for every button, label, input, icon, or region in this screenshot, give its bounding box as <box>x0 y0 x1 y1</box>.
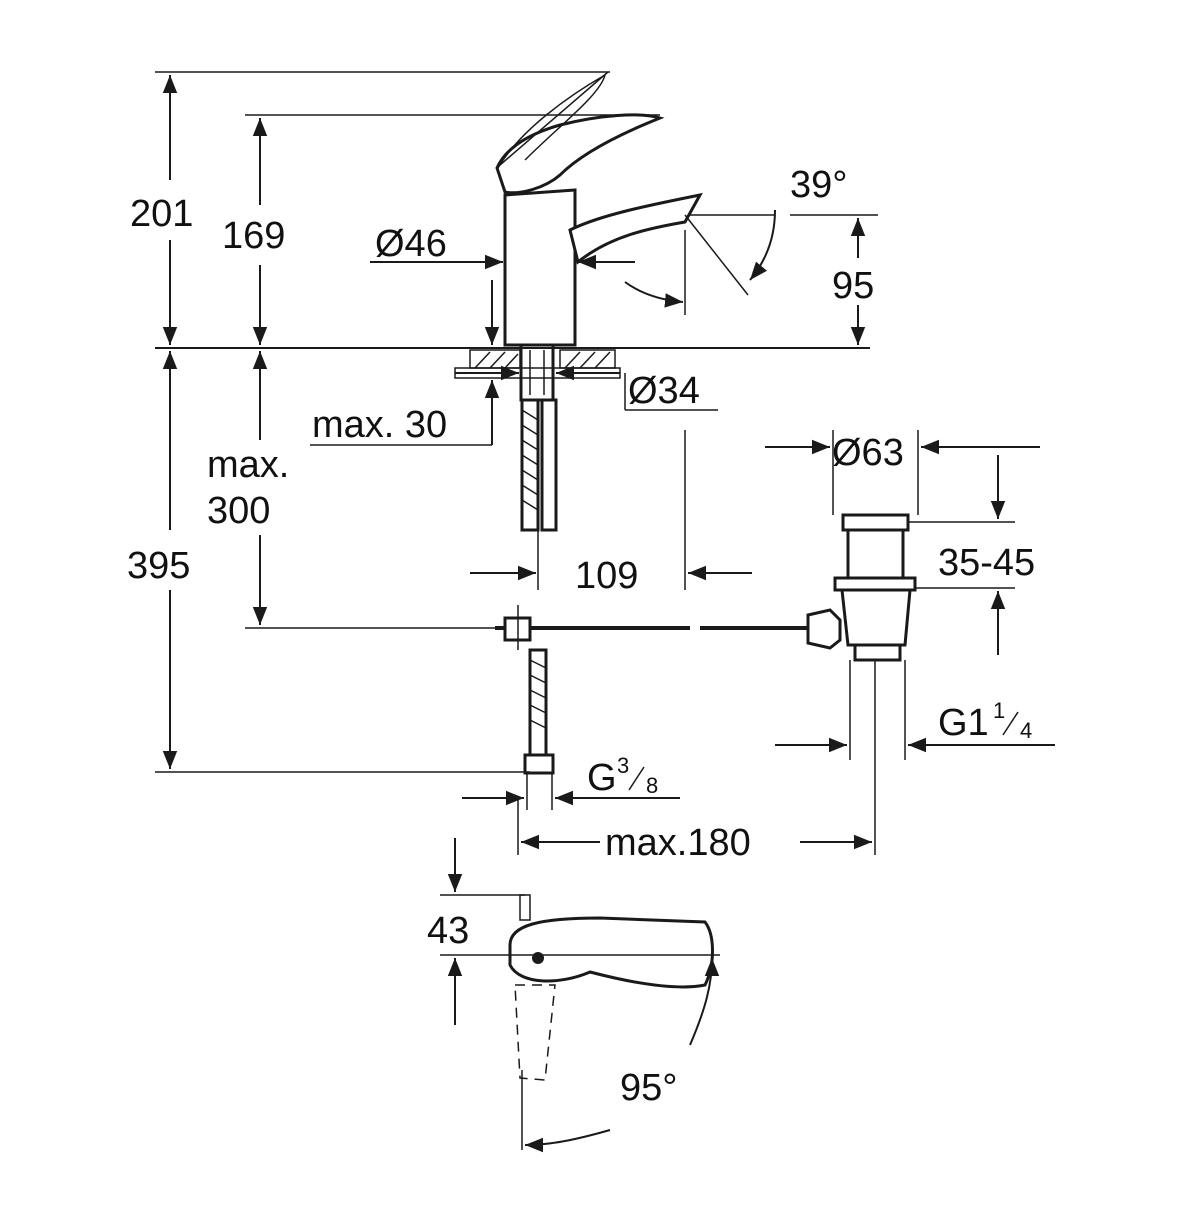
label-max180: max.180 <box>605 822 751 864</box>
label-201: 201 <box>130 193 193 235</box>
label-max300-line2: 300 <box>207 490 270 532</box>
label-max300-line1: max. <box>207 444 289 486</box>
label-g38-num: 3 <box>617 753 629 778</box>
label-g114-main: G1 <box>938 702 989 744</box>
label-d34: Ø34 <box>628 370 700 412</box>
label-95: 95 <box>832 265 874 307</box>
label-395: 395 <box>127 545 190 587</box>
label-d46: Ø46 <box>375 223 447 265</box>
popup-waste <box>806 513 917 855</box>
label-g38-main: G <box>587 757 617 799</box>
label-g-3-8: G 3 8 <box>587 753 658 799</box>
label-d63: Ø63 <box>832 432 904 474</box>
label-109: 109 <box>575 555 638 597</box>
label-g38-den: 8 <box>646 773 658 798</box>
label-max30: max. 30 <box>312 404 447 446</box>
label-169: 169 <box>222 215 285 257</box>
label-95deg: 95° <box>620 1067 677 1109</box>
dimensions <box>155 71 1055 1153</box>
dimension-labels: 201 169 Ø46 39° 95 Ø34 max. 30 max. 300 … <box>127 164 1035 1109</box>
label-35-45: 35-45 <box>938 542 1035 584</box>
faucet-side-view <box>495 71 810 775</box>
label-43: 43 <box>427 910 469 952</box>
label-g114-num: 1 <box>993 698 1005 723</box>
label-g1-1-4: G1 1 4 <box>938 698 1032 744</box>
faucet-top-view <box>508 894 714 1150</box>
label-g114-den: 4 <box>1020 718 1032 743</box>
label-39deg: 39° <box>790 164 847 206</box>
